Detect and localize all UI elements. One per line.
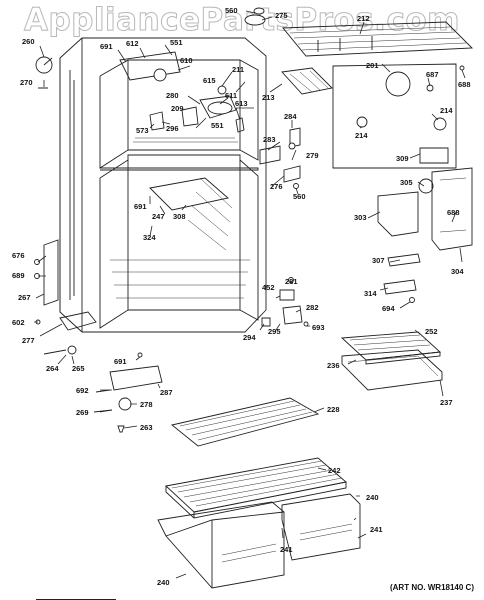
label-691: 691 [114, 357, 127, 366]
label-280: 280 [166, 91, 179, 100]
label-211: 211 [232, 65, 244, 74]
label-452: 452 [262, 283, 275, 292]
label-282: 282 [306, 303, 319, 312]
crisper-drawers [157, 493, 361, 589]
label-209: 209 [171, 104, 184, 113]
label-236: 236 [327, 361, 340, 370]
leader-lines [34, 10, 466, 579]
label-304: 304 [451, 267, 464, 276]
label-693: 693 [312, 323, 325, 332]
label-309: 309 [396, 154, 409, 163]
label-279: 279 [306, 151, 319, 160]
label-688: 688 [458, 80, 471, 89]
label-263: 263 [140, 423, 153, 432]
label-228: 228 [327, 405, 340, 414]
label-692: 692 [76, 386, 89, 395]
label-551: 551 [211, 121, 224, 130]
label-294: 294 [243, 333, 256, 342]
label-303: 303 [354, 213, 367, 222]
label-240: 240 [366, 493, 379, 502]
label-314: 314 [364, 289, 377, 298]
label-213: 213 [262, 93, 275, 102]
right-components [261, 167, 473, 327]
label-214: 214 [440, 106, 453, 115]
label-240: 240 [157, 578, 170, 587]
part-labels: 560 275 212 260 691 612 551 610 211 270 … [12, 6, 471, 587]
label-676: 676 [12, 251, 25, 260]
label-247: 247 [152, 212, 165, 221]
label-212: 212 [357, 14, 370, 23]
watermark: AppliancePartsPros.com [24, 2, 460, 39]
label-269: 269 [76, 408, 89, 417]
label-307: 307 [372, 256, 385, 265]
label-214: 214 [355, 131, 368, 140]
label-611: 611 [225, 91, 237, 100]
label-276: 276 [270, 182, 283, 191]
label-241: 241 [370, 525, 383, 534]
label-277: 277 [22, 336, 35, 345]
label-265: 265 [72, 364, 85, 373]
label-688: 688 [447, 208, 460, 217]
label-267: 267 [18, 293, 31, 302]
label-287: 287 [160, 388, 173, 397]
label-689: 689 [12, 271, 25, 280]
crisper-cover [165, 457, 347, 519]
label-283: 283 [263, 135, 276, 144]
label-324: 324 [143, 233, 156, 242]
label-602: 602 [12, 318, 25, 327]
label-260: 260 [22, 37, 35, 46]
label-687: 687 [426, 70, 439, 79]
label-278: 278 [140, 400, 153, 409]
label-610: 610 [180, 56, 193, 65]
label-201: 201 [366, 61, 379, 70]
label-613: 613 [235, 99, 248, 108]
label-242: 242 [328, 466, 341, 475]
label-694: 694 [382, 304, 395, 313]
label-296: 296 [166, 124, 179, 133]
label-237: 237 [440, 398, 453, 407]
label-264: 264 [46, 364, 59, 373]
crisper-cover-right [340, 331, 443, 391]
label-551: 551 [170, 38, 183, 47]
label-560: 560 [293, 192, 306, 201]
wire-shelf [170, 397, 320, 447]
art-number: (ART NO. WR18140 C) [389, 583, 474, 592]
label-275: 275 [275, 11, 288, 20]
label-281: 281 [285, 277, 298, 286]
cabinet [59, 37, 267, 333]
label-241: 241 [280, 545, 293, 554]
label-573: 573 [136, 126, 149, 135]
label-615: 615 [203, 76, 216, 85]
label-560: 560 [225, 6, 238, 15]
label-305: 305 [400, 178, 413, 187]
label-270: 270 [20, 78, 33, 87]
label-691: 691 [100, 42, 113, 51]
label-284: 284 [284, 112, 297, 121]
label-691: 691 [134, 202, 147, 211]
label-295: 295 [268, 327, 281, 336]
label-252: 252 [425, 327, 438, 336]
label-308: 308 [173, 212, 186, 221]
top-components [35, 7, 474, 189]
label-612: 612 [126, 39, 139, 48]
